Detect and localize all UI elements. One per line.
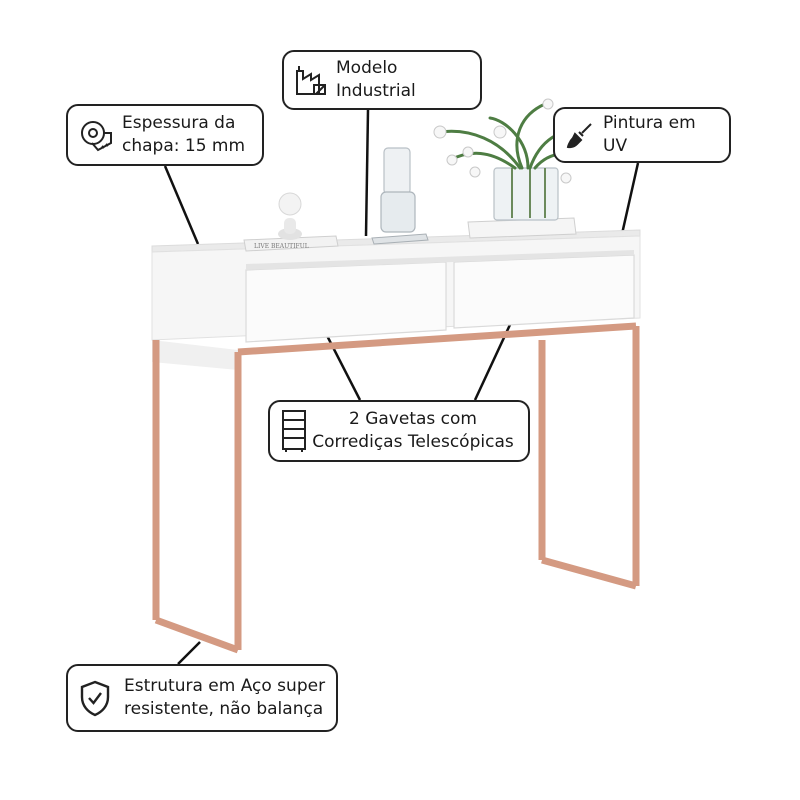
steel-frame [152, 322, 640, 654]
drawer-left [245, 261, 447, 343]
decor-glass-bottle [383, 147, 411, 195]
thickness-line-1: Espessura da [122, 113, 236, 133]
leader-line-thickness [163, 165, 200, 245]
callout-paint: Pintura em UV [553, 107, 731, 163]
decor-sculpture-ball [278, 192, 302, 216]
callout-drawers: 2 Gavetas com Corrediças Telescópicas [268, 400, 530, 462]
measuring-tape-icon [78, 117, 114, 153]
decor-items: LIVE BEAUTIFUL [243, 98, 593, 252]
drawer-right [453, 254, 635, 329]
drawers-line-1: 2 Gavetas com [349, 409, 477, 429]
leader-line-structure [177, 641, 201, 665]
thickness-line-2: chapa: 15 mm [122, 136, 246, 156]
console-table [151, 229, 641, 654]
decor-book-text: LIVE BEAUTIFUL [254, 243, 309, 250]
decor-book [243, 235, 339, 252]
callout-thickness: Espessura da chapa: 15 mm [66, 104, 264, 166]
callout-model: Modelo Industrial [282, 50, 482, 110]
leader-line-model [364, 109, 370, 237]
frame-top-rail [237, 322, 637, 356]
leader-line-paint [620, 162, 640, 235]
decor-books-stack [467, 217, 577, 239]
structure-line-2: resistente, não balança [124, 699, 324, 719]
paint-label: Pintura em UV [603, 113, 696, 156]
paint-brush-icon [565, 120, 595, 150]
decor-tray [371, 233, 429, 245]
decor-vase [493, 167, 559, 221]
model-label: Modelo Industrial [336, 58, 416, 101]
drawers-line-2: Corrediças Telescópicas [312, 432, 514, 452]
frame-right-base [541, 556, 637, 590]
shield-check-icon [78, 679, 112, 717]
structure-line-1: Estrutura em Aço super [124, 676, 326, 696]
callout-structure: Estrutura em Aço super resistente, não b… [66, 664, 338, 732]
frame-left-base [154, 616, 240, 654]
industrial-building-icon [294, 63, 328, 97]
drawer-recess [246, 250, 634, 270]
table-side-panel [152, 340, 238, 370]
drawer-cabinet-icon [280, 409, 308, 453]
